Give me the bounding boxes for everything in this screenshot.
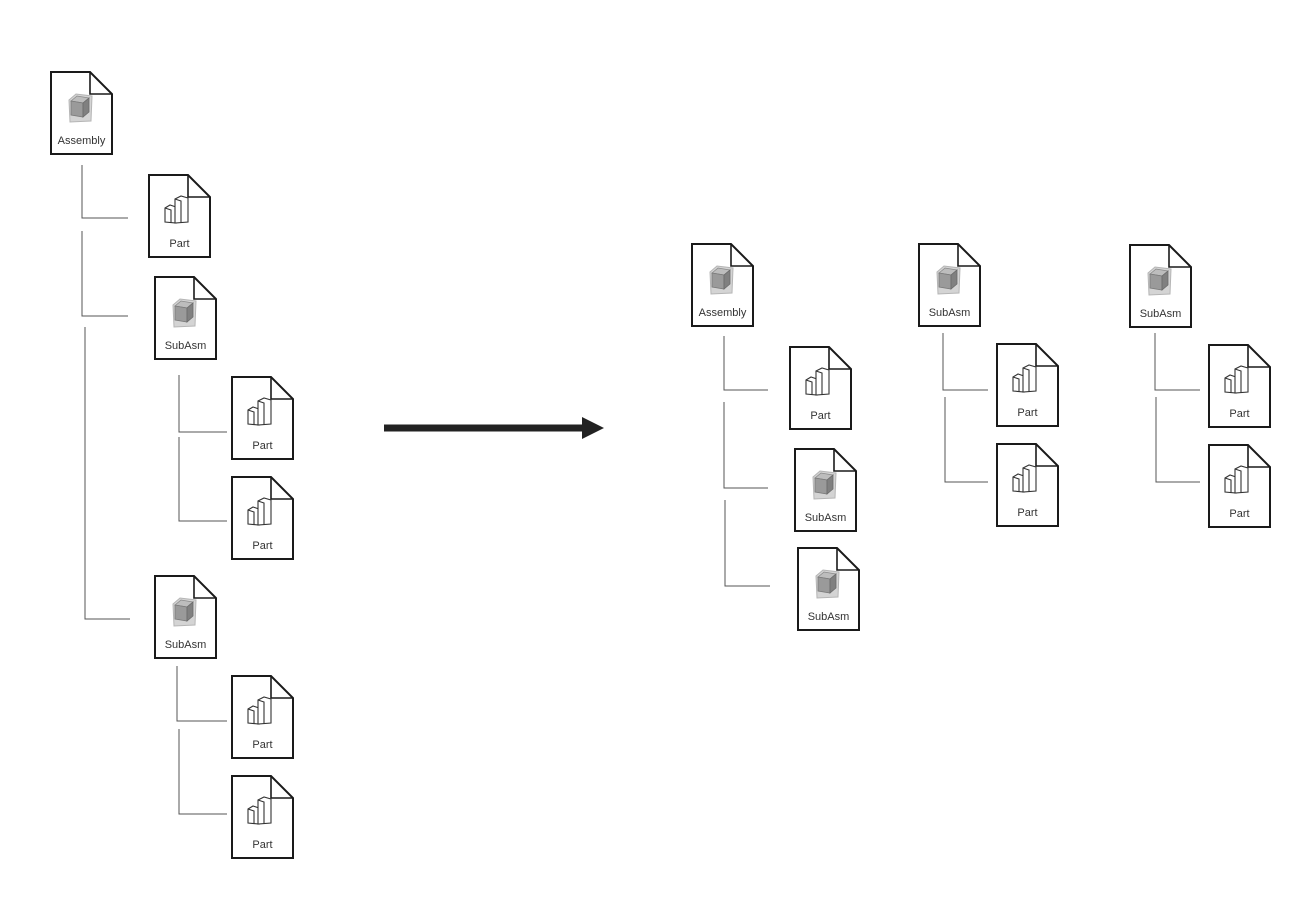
assembly-doc-flat: Assembly	[691, 243, 754, 327]
assembly-cube-icon	[68, 93, 93, 123]
part-label: Part	[252, 739, 272, 751]
part-blocks-icon	[1012, 464, 1037, 493]
part-blocks-icon	[247, 696, 272, 725]
document-nodes: AssemblyPartSubAsmPartPartSubAsmPartPart…	[50, 71, 1271, 859]
part-blocks-icon	[247, 397, 272, 426]
connector-line	[178, 437, 227, 522]
transition-arrow	[384, 417, 604, 439]
connector-line	[84, 327, 130, 620]
assembly-cube-icon	[709, 265, 734, 295]
arrow-right-icon	[582, 417, 604, 439]
part-doc: Part	[1208, 344, 1271, 428]
connector-line	[176, 666, 227, 722]
connector-line	[723, 402, 768, 489]
part-blocks-icon	[1224, 465, 1249, 494]
assembly-label: Assembly	[58, 135, 106, 147]
subasm-label: SubAsm	[808, 611, 850, 623]
part-doc: Part	[996, 343, 1059, 427]
part-label: Part	[252, 839, 272, 851]
part-doc: Part	[1208, 444, 1271, 528]
part-label: Part	[810, 410, 830, 422]
subasm-doc-group: SubAsm	[918, 243, 981, 327]
part-label: Part	[1017, 407, 1037, 419]
subassembly-cube-icon	[812, 470, 837, 500]
subasm-label: SubAsm	[1140, 308, 1182, 320]
subassembly-cube-icon	[815, 569, 840, 599]
subassembly-cube-icon	[172, 597, 197, 627]
connector-line	[724, 500, 770, 587]
subasm-label: SubAsm	[165, 340, 207, 352]
subasm-doc: SubAsm	[154, 276, 217, 360]
part-label: Part	[1229, 408, 1249, 420]
part-label: Part	[252, 440, 272, 452]
subassembly-cube-icon	[1147, 266, 1172, 296]
part-doc: Part	[231, 775, 294, 859]
part-blocks-icon	[1224, 365, 1249, 394]
subassembly-cube-icon	[172, 298, 197, 328]
assembly-doc-root: Assembly	[50, 71, 113, 155]
subasm-doc: SubAsm	[154, 575, 217, 659]
tree-connectors	[81, 165, 1200, 815]
subasm-doc: SubAsm	[797, 547, 860, 631]
part-label: Part	[1017, 507, 1037, 519]
connector-line	[178, 729, 227, 815]
connector-line	[81, 231, 128, 317]
part-doc: Part	[789, 346, 852, 430]
part-blocks-icon	[1012, 364, 1037, 393]
subasm-label: SubAsm	[929, 307, 971, 319]
part-blocks-icon	[247, 796, 272, 825]
connector-line	[944, 397, 988, 483]
part-blocks-icon	[805, 367, 830, 396]
subasm-doc: SubAsm	[794, 448, 857, 532]
subasm-label: SubAsm	[805, 512, 847, 524]
part-doc: Part	[231, 476, 294, 560]
part-doc: Part	[231, 376, 294, 460]
part-label: Part	[1229, 508, 1249, 520]
connector-line	[81, 165, 128, 219]
part-label: Part	[169, 238, 189, 250]
part-blocks-icon	[164, 195, 189, 224]
subasm-doc-group: SubAsm	[1129, 244, 1192, 328]
part-doc: Part	[148, 174, 211, 258]
connector-line	[1154, 333, 1200, 391]
part-doc: Part	[231, 675, 294, 759]
connector-line	[178, 375, 227, 433]
subasm-label: SubAsm	[165, 639, 207, 651]
part-label: Part	[252, 540, 272, 552]
connector-line	[1155, 397, 1200, 483]
part-doc: Part	[996, 443, 1059, 527]
part-blocks-icon	[247, 497, 272, 526]
assembly-label: Assembly	[699, 307, 747, 319]
subassembly-cube-icon	[936, 265, 961, 295]
connector-line	[723, 336, 768, 391]
connector-line	[942, 333, 988, 391]
